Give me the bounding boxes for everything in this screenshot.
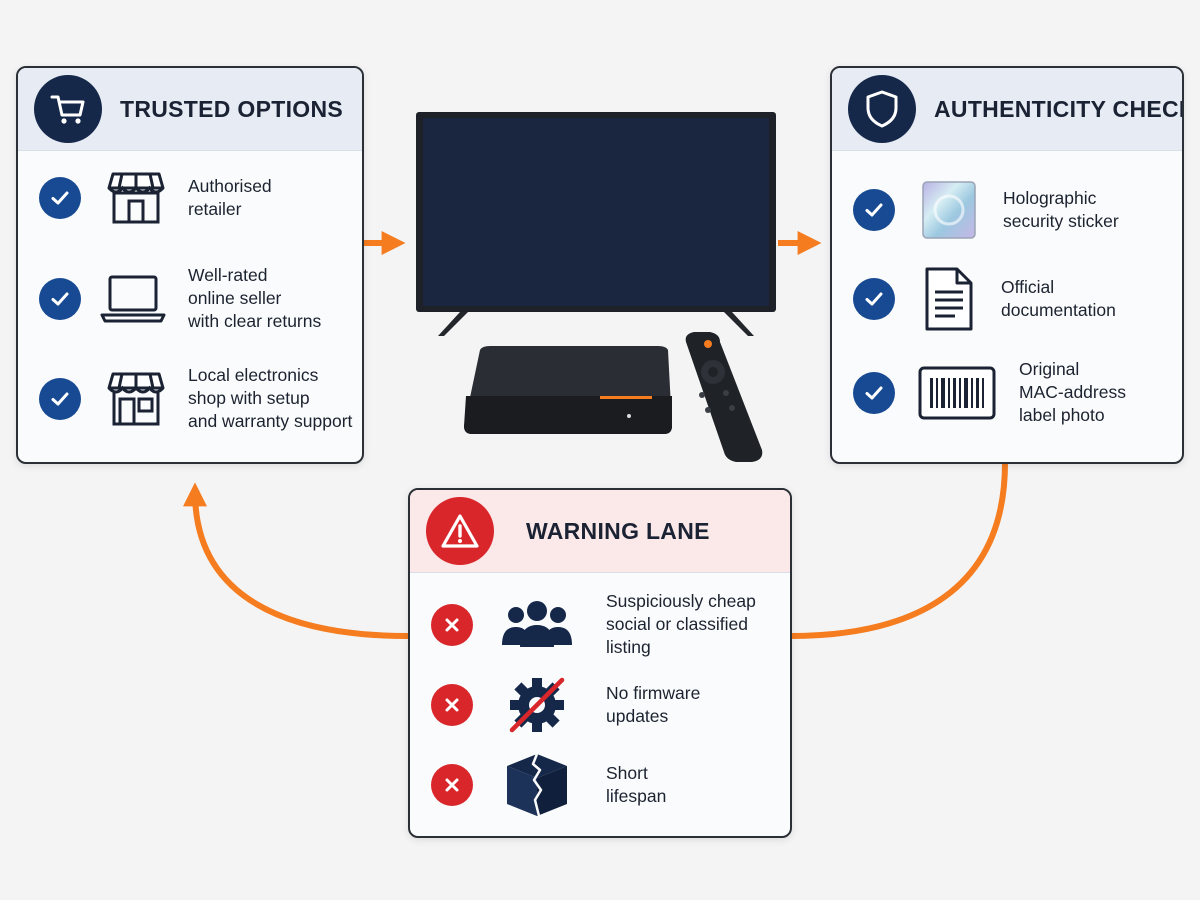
item-label: Authorised retailer bbox=[188, 176, 272, 219]
check-icon bbox=[39, 377, 81, 420]
gear-crossed-icon bbox=[499, 674, 575, 736]
list-item: Official documentation bbox=[832, 266, 1182, 332]
list-item: Holographic security sticker bbox=[832, 180, 1182, 240]
remote-control-icon bbox=[685, 332, 763, 462]
check-icon bbox=[39, 277, 81, 320]
cracked-box-icon bbox=[499, 752, 575, 818]
list-item: Short lifespan bbox=[410, 752, 790, 818]
list-item: Authorised retailer bbox=[18, 170, 362, 226]
laptop-icon bbox=[99, 274, 167, 324]
check-icon bbox=[39, 177, 81, 219]
authenticity-checks-panel: AUTHENTICITY CHECKS Holographic security… bbox=[830, 66, 1184, 464]
authenticity-checks-title: AUTHENTICITY CHECKS bbox=[934, 95, 1184, 122]
item-label: No firmware updates bbox=[606, 683, 701, 726]
trusted-options-header: TRUSTED OPTIONS bbox=[18, 68, 362, 151]
check-icon bbox=[853, 371, 895, 414]
list-item: No firmware updates bbox=[410, 674, 790, 736]
check-icon bbox=[853, 189, 895, 231]
storefront-icon bbox=[105, 170, 167, 226]
arrow-warning-to-trusted bbox=[183, 482, 409, 639]
trusted-options-title: TRUSTED OPTIONS bbox=[120, 95, 344, 122]
warning-lane-header: WARNING LANE bbox=[410, 490, 790, 573]
document-icon bbox=[921, 266, 977, 332]
shopping-cart-icon bbox=[34, 75, 102, 143]
item-label: Official documentation bbox=[1001, 277, 1116, 320]
shield-icon bbox=[848, 75, 916, 143]
list-item: Local electronics shop with setup and wa… bbox=[18, 364, 362, 433]
list-item: Well-rated online seller with clear retu… bbox=[18, 264, 362, 333]
item-label: Suspiciously cheap social or classified … bbox=[606, 591, 756, 657]
item-label: Local electronics shop with setup and wa… bbox=[188, 365, 353, 431]
cross-icon bbox=[431, 764, 473, 806]
tv-icon bbox=[416, 112, 776, 336]
warning-lane-panel: WARNING LANE Suspiciously cheap social o… bbox=[408, 488, 792, 838]
barcode-label-icon bbox=[917, 366, 997, 420]
authenticity-checks-header: AUTHENTICITY CHECKS bbox=[832, 68, 1182, 151]
hologram-sticker-icon bbox=[919, 180, 979, 240]
item-label: Original MAC-address label photo bbox=[1019, 359, 1126, 425]
warning-triangle-icon bbox=[426, 497, 494, 565]
list-item: Suspiciously cheap social or classified … bbox=[410, 590, 790, 659]
item-label: Short lifespan bbox=[606, 763, 667, 806]
shop-icon bbox=[105, 370, 167, 428]
check-icon bbox=[853, 278, 895, 320]
arrow-authenticity-to-warning bbox=[789, 462, 1008, 639]
cross-icon bbox=[431, 603, 473, 646]
streaming-device-illustration bbox=[416, 112, 776, 462]
people-group-icon bbox=[499, 599, 575, 651]
trusted-options-panel: TRUSTED OPTIONS Authorised retailer bbox=[16, 66, 364, 464]
warning-lane-title: WARNING LANE bbox=[526, 517, 710, 544]
item-label: Holographic security sticker bbox=[1003, 188, 1119, 231]
item-label: Well-rated online seller with clear retu… bbox=[188, 265, 322, 331]
cross-icon bbox=[431, 684, 473, 726]
set-top-box-icon bbox=[464, 346, 672, 434]
list-item: Original MAC-address label photo bbox=[832, 358, 1182, 427]
